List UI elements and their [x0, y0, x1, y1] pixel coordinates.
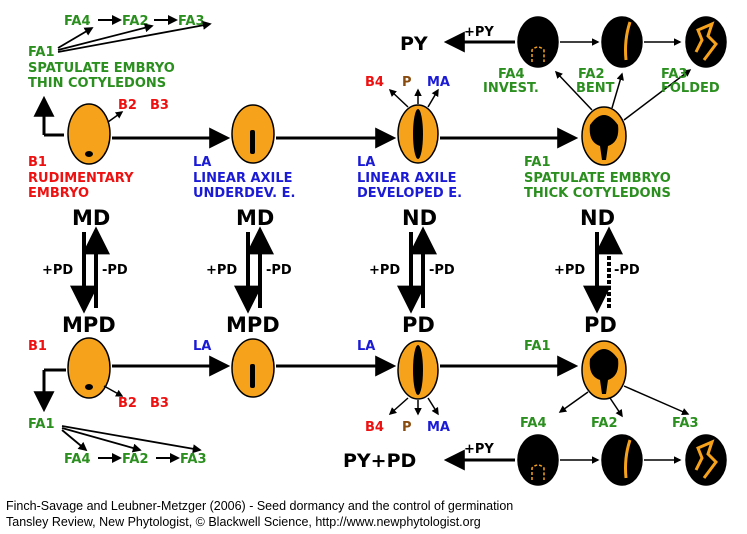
state-md-1: MD [72, 206, 110, 230]
bottom-fa4-chain: FA4 [64, 452, 91, 467]
top-fa1-right-label: FA1 [524, 155, 551, 170]
top-p-label: P [402, 75, 412, 90]
plus-pd-1: +PD [42, 263, 73, 278]
state-nd-4: ND [580, 206, 615, 230]
state-nd-3: ND [402, 206, 437, 230]
dormancy-column-1: MD +PD -PD MPD [42, 206, 128, 337]
bottom-b4-label: B4 [365, 420, 384, 435]
plus-pd-2: +PD [206, 263, 237, 278]
bottom-fa2-label: FA2 [591, 416, 618, 431]
bottom-fa1-label: FA1 [524, 339, 551, 354]
bottom-fa4-label: FA4 [520, 416, 547, 431]
seed-fa2-bent-bottom [601, 434, 643, 486]
top-la1-line1: LINEAR AXILE [193, 171, 293, 186]
top-ma-label: MA [427, 75, 450, 90]
top-fa1-line1: SPATULATE EMBRYO [28, 61, 175, 76]
bottom-ma-label: MA [427, 420, 450, 435]
bottom-b3-label: B3 [150, 396, 169, 411]
top-py-label: PY [400, 33, 428, 55]
top-la1-line2: UNDERDEV. E. [193, 186, 295, 201]
state-md-2: MD [236, 206, 274, 230]
bottom-b2-label: B2 [118, 396, 137, 411]
top-fa4-label: FA4 [64, 14, 91, 29]
seed-rudimentary-top [67, 103, 111, 165]
bottom-fa2-chain: FA2 [122, 452, 149, 467]
top-la2-label: LA [357, 155, 375, 170]
top-la1-label: LA [193, 155, 211, 170]
footer-citation-line2: Tansley Review, New Phytologist, © Black… [6, 515, 481, 529]
top-fa4-label-r: FA4 [498, 67, 525, 82]
top-b3-label: B3 [150, 98, 169, 113]
state-mpd-2: MPD [226, 313, 280, 337]
top-fa2-label: FA2 [122, 14, 149, 29]
bottom-plus-py-label: +PY [464, 442, 494, 457]
top-fa1-label: FA1 [28, 45, 55, 60]
bottom-fa1-left-label: FA1 [28, 417, 55, 432]
footer-citation-line1: Finch-Savage and Leubner-Metzger (2006) … [6, 499, 514, 513]
minus-pd-4: -PD [614, 263, 640, 278]
state-pd-4: PD [584, 313, 617, 337]
seed-rudimentary-bottom [67, 337, 111, 399]
minus-pd-3: -PD [429, 263, 455, 278]
top-b2-label: B2 [118, 98, 137, 113]
bottom-fa3-chain: FA3 [180, 452, 207, 467]
dormancy-column-3: ND +PD -PD PD [369, 206, 455, 337]
top-fa3-label-r: FA3 [661, 67, 688, 82]
top-fa1-right-line1: SPATULATE EMBRYO [524, 171, 671, 186]
bottom-p-label: P [402, 420, 412, 435]
top-fa4-sub: INVEST. [483, 81, 539, 96]
seed-fa2-bent-top [601, 16, 643, 68]
top-fa2-sub: BENT [576, 81, 615, 96]
top-b4-label: B4 [365, 75, 384, 90]
top-fa1-line2: THIN COTYLEDONS [28, 76, 166, 91]
minus-pd-1: -PD [102, 263, 128, 278]
top-fa1-right-line2: THICK COTYLEDONS [524, 186, 671, 201]
dormancy-column-4: ND +PD -PD PD [554, 206, 640, 337]
bottom-py-pd-label: PY+PD [343, 450, 416, 472]
bottom-b1-label: B1 [28, 339, 47, 354]
top-la2-line2: DEVELOPED E. [357, 186, 462, 201]
seed-fa4-invest-bottom [517, 434, 559, 486]
top-plus-py-label: +PY [464, 25, 494, 40]
plus-pd-4: +PD [554, 263, 585, 278]
bottom-la2-label: LA [357, 339, 375, 354]
seed-fa3-folded-bottom [685, 434, 727, 486]
top-b1-line2: EMBRYO [28, 186, 89, 201]
top-fa3-sub: FOLDED [661, 81, 720, 96]
top-b1-label: B1 [28, 155, 47, 170]
seed-fa4-invest-top [517, 16, 559, 68]
top-la2-line1: LINEAR AXILE [357, 171, 457, 186]
bottom-la1-label: LA [193, 339, 211, 354]
seed-fa3-folded-top [685, 16, 727, 68]
dormancy-column-2: MD +PD -PD MPD [206, 206, 292, 337]
state-pd-3: PD [402, 313, 435, 337]
bottom-fa3-label: FA3 [672, 416, 699, 431]
plus-pd-3: +PD [369, 263, 400, 278]
state-mpd-1: MPD [62, 313, 116, 337]
top-fa2-label-r: FA2 [578, 67, 605, 82]
top-b1-line1: RUDIMENTARY [28, 171, 134, 186]
minus-pd-2: -PD [266, 263, 292, 278]
top-fa3-label: FA3 [178, 14, 205, 29]
